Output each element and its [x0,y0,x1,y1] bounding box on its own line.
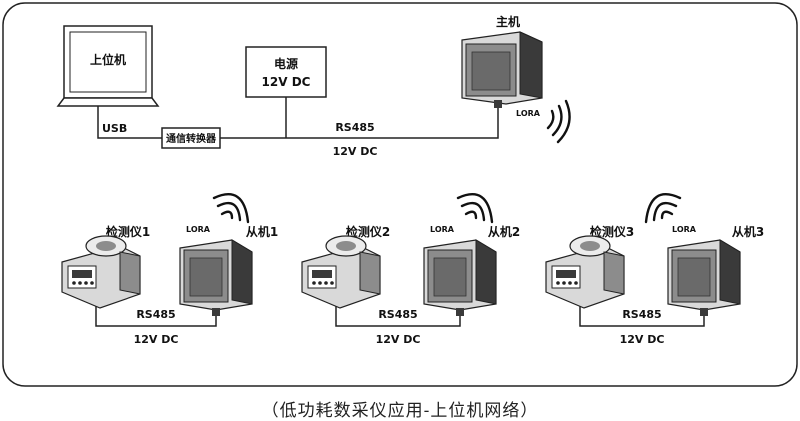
pc-laptop: 上位机 [56,25,160,107]
group-2-bus-label: RS485 [378,308,417,321]
wireless-icon [644,193,682,224]
slave-1 [179,239,253,316]
group-1-power-label: 12V DC [134,333,179,346]
pc-label: 上位机 [90,52,126,67]
power-supply: 电源 12V DC [245,46,327,98]
group-3-power-label: 12V DC [620,333,665,346]
group-1-bus-label: RS485 [136,308,175,321]
slave-2-label: 从机2 [488,224,520,239]
slave-3 [667,239,741,316]
group-1-bus-line [95,306,217,327]
wireless-icon [456,193,494,224]
usb-label: USB [102,122,127,135]
slave-2 [423,239,497,316]
slave-1-label: 从机1 [246,224,278,239]
slave-1-radio-label: LORA [186,225,211,234]
group-3-bus-label: RS485 [622,308,661,321]
communication-converter: 通信转换器 [161,127,221,149]
bus-power-label: 12V DC [333,145,378,158]
psu-line1: 电源 [274,56,298,71]
wireless-icon [212,193,250,224]
master-unit [461,31,543,108]
psu-line2: 12V DC [262,75,311,89]
detector-3 [545,235,625,309]
group-3-bus-line [579,306,705,327]
wireless-icon [546,99,571,144]
diagram-frame [2,2,798,387]
usb-line [97,106,162,139]
slave-2-radio-label: LORA [430,225,455,234]
master-label: 主机 [496,14,520,29]
detector-3-label: 检测仪3 [590,224,634,239]
detector-1-label: 检测仪1 [106,224,150,239]
group-2-bus-line [335,306,461,327]
bus-label: RS485 [335,121,374,134]
group-1: 检测仪1 LORA 从机1 RS485 12V DC [61,193,278,346]
group-2: 检测仪2 LORA 从机2 RS485 12V DC [301,193,520,346]
detector-2-label: 检测仪2 [346,224,390,239]
rs485-trunk-line [220,108,499,139]
master-radio-label: LORA [516,109,541,118]
group-2-power-label: 12V DC [376,333,421,346]
slave-3-radio-label: LORA [672,225,697,234]
group-3: 检测仪3 LORA 从机3 RS485 12V DC [545,193,764,346]
detector-2 [301,235,381,309]
slave-3-label: 从机3 [732,224,764,239]
diagram-canvas: 上位机 USB 通信转换器 RS485 12V DC 电源 12V DC 主机 … [2,2,798,387]
diagram-caption: （低功耗数采仪应用-上位机网络） [261,401,539,421]
detector-1 [61,235,141,309]
converter-label: 通信转换器 [166,132,217,145]
